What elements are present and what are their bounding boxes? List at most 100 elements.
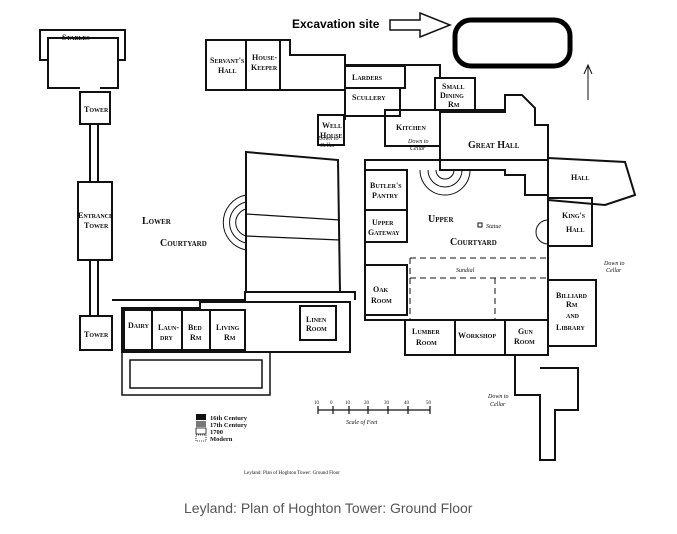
linen-room-label-2: Room (306, 324, 327, 333)
scullery-label: Scullery (352, 93, 386, 102)
bed-rm-label-1: Bed (188, 323, 202, 332)
housekeeper-label-2: Keeper (251, 63, 278, 72)
upper-courtyard-dashes (409, 257, 548, 320)
legend-label-modern: Modern (210, 436, 233, 443)
entrance-tower-outline (77, 181, 113, 261)
well-house-label-1: Well (322, 121, 342, 130)
great-hall-steps (419, 169, 471, 196)
billiard-outline (547, 279, 597, 347)
north-arrow (583, 63, 593, 100)
cellar-note-b1: Down to (603, 261, 625, 267)
billiard-label-4: Library (556, 323, 585, 332)
south-lower-wall (121, 352, 271, 396)
butlers-pantry-label-1: Butler's (370, 181, 402, 190)
figure-caption: Leyland: Plan of Hoghton Tower: Ground F… (184, 500, 473, 516)
small-dining-label-3: Rm (448, 100, 460, 109)
legend-label-16th: 16th Century (210, 415, 248, 422)
great-hall-label: Great Hall (468, 140, 520, 151)
kings-hall-label-1: King's (562, 211, 586, 220)
lower-courtyard-label-1: Lower (142, 216, 172, 227)
servants-hall-label-2: Hall (218, 66, 237, 75)
living-rm-outline (209, 309, 246, 351)
legend-swatch-16th (196, 414, 206, 420)
cellar-note-d1: Down to (317, 136, 339, 142)
excavation-label: Excavation site (292, 17, 380, 31)
stables-walls-lower (47, 60, 119, 89)
lumber-room-label-1: Lumber (412, 327, 440, 336)
entrance-label: Entrance (78, 211, 113, 220)
upper-gateway-outline (364, 209, 408, 243)
tower-bottom-outline (79, 315, 113, 351)
billiard-label-3: and (566, 311, 580, 320)
oak-room-outline (364, 264, 408, 316)
scale-label: Scale of Feet (346, 419, 378, 426)
sundial-note: Sundial (456, 268, 475, 274)
upper-gateway-label-2: Gateway (368, 228, 400, 237)
linen-room-label-1: Linen (306, 315, 327, 324)
plan-title: Leyland: Plan of Hoghton Tower: Ground F… (244, 471, 340, 476)
laundry-label-2: dry (160, 333, 173, 342)
legend-swatch-17th (196, 421, 206, 427)
housekeeper-label-1: House- (252, 53, 278, 62)
scale-tick-1: 0 (330, 401, 333, 406)
stables-wall (39, 29, 126, 61)
east-hall-outline (547, 157, 637, 207)
cellar-note-c1: Down to (487, 394, 509, 400)
legend-label-1700: 1700 (210, 429, 223, 436)
legend-swatch-modern (195, 434, 207, 442)
cellar-note-b2: Cellar (606, 268, 622, 274)
well-house-outline (317, 114, 345, 146)
tower-bottom-label: Tower (84, 330, 109, 339)
west-wall (89, 124, 99, 316)
cellar-note-d2: Cellar (320, 143, 336, 149)
upper-courtyard-label-2: Courtyard (450, 237, 497, 248)
oak-room-label-2: Room (371, 296, 392, 305)
butlers-pantry-outline (364, 169, 408, 211)
hall-label: Hall (571, 173, 590, 182)
scullery-outline (344, 87, 401, 117)
scale-bar: 10 0 10 20 30 40 50 Scale of Feet (314, 401, 432, 426)
scale-tick-6: 50 (426, 401, 432, 406)
terrace-outline (245, 150, 342, 293)
east-steps (535, 219, 549, 245)
small-dining-label-1: Small (442, 82, 464, 91)
kings-hall-outline (547, 197, 593, 247)
scale-tick-2: 10 (345, 401, 351, 406)
billiard-label-2: Rm (566, 300, 578, 309)
laundry-label-1: Laun- (158, 323, 179, 332)
oak-room-label-1: Oak (373, 285, 389, 294)
tower-top-label: Tower (84, 105, 109, 114)
scale-tick-3: 20 (364, 401, 370, 406)
legend-swatch-1700 (195, 427, 207, 435)
bed-rm-label-2: Rm (190, 333, 202, 342)
lower-courtyard-label-2: Courtyard (160, 238, 207, 249)
well-house-label-2: House (320, 131, 343, 140)
cellar-note-a1: Down to (407, 139, 429, 145)
small-dining-outline (434, 77, 476, 111)
linen-room-outline (299, 305, 337, 341)
workshop-label: Workshop (458, 331, 496, 340)
upper-gateway-label-1: Upper (372, 218, 394, 227)
kings-hall-label-2: Hall (566, 225, 585, 234)
tower-top-outline (79, 91, 111, 125)
living-rm-label-1: Living (216, 323, 240, 332)
southeast-wing (514, 355, 579, 461)
terrace-dividers (245, 213, 341, 241)
statue-note: Statue (486, 224, 501, 230)
statue-marker (477, 222, 483, 228)
legend-label-17th: 17th Century (210, 422, 248, 429)
dairy-outline (123, 309, 153, 351)
living-rm-label-2: Rm (224, 333, 236, 342)
butlers-pantry-label-2: Pantry (372, 191, 399, 200)
gun-room-outline (504, 319, 549, 356)
lumber-room-label-2: Room (416, 338, 437, 347)
kitchen-label: Kitchen (396, 123, 427, 132)
scale-tick-4: 30 (384, 401, 390, 406)
excavation-arrow (389, 11, 453, 39)
billiard-label-1: Billiard (556, 291, 588, 300)
excavation-site-marker (452, 17, 573, 69)
stables-label: Stables (62, 33, 90, 42)
gun-room-label-1: Gun (518, 327, 534, 336)
